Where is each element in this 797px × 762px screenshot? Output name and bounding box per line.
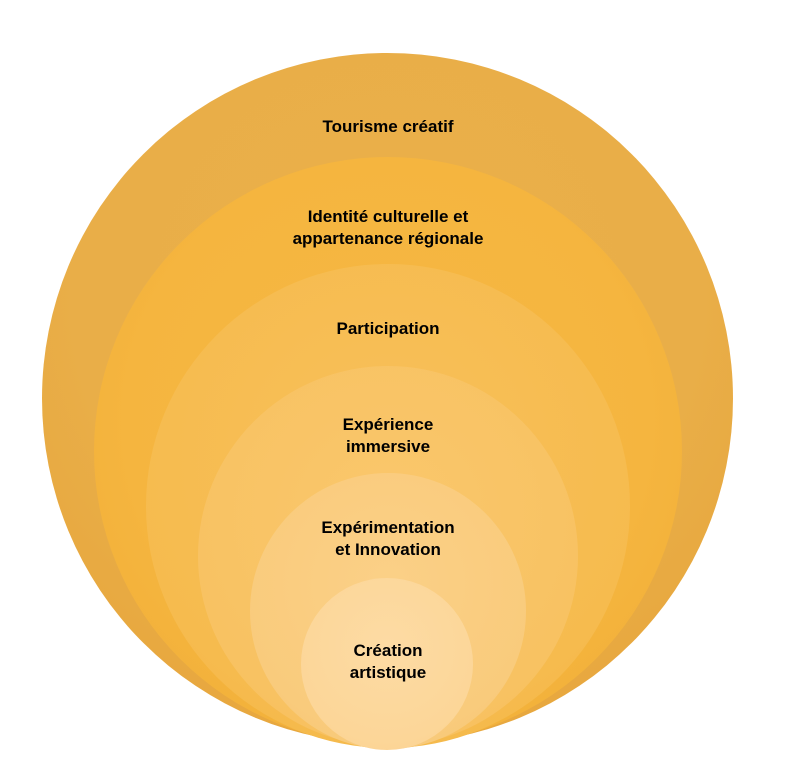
label-line: Création [353,641,423,660]
circle-level-6 [301,578,473,750]
label-line: appartenance régionale [292,229,484,248]
label-experience-immersive: Expérience immersive [188,414,588,458]
label-line: artistique [349,663,427,682]
label-line: Identité culturelle et [307,207,469,226]
label-experimentation-innovation: Expérimentation et Innovation [188,517,588,561]
label-line: Expérience [342,415,434,434]
label-tourisme-creatif: Tourisme créatif [188,116,588,138]
label-line: et Innovation [335,540,441,559]
label-line: immersive [345,437,431,456]
label-line: Expérimentation [321,518,455,537]
label-identite-culturelle: Identité culturelle et appartenance régi… [188,206,588,250]
label-line: Participation [336,319,440,338]
label-line: Tourisme créatif [322,117,454,136]
label-creation-artistique: Création artistique [188,640,588,684]
label-participation: Participation [188,318,588,340]
